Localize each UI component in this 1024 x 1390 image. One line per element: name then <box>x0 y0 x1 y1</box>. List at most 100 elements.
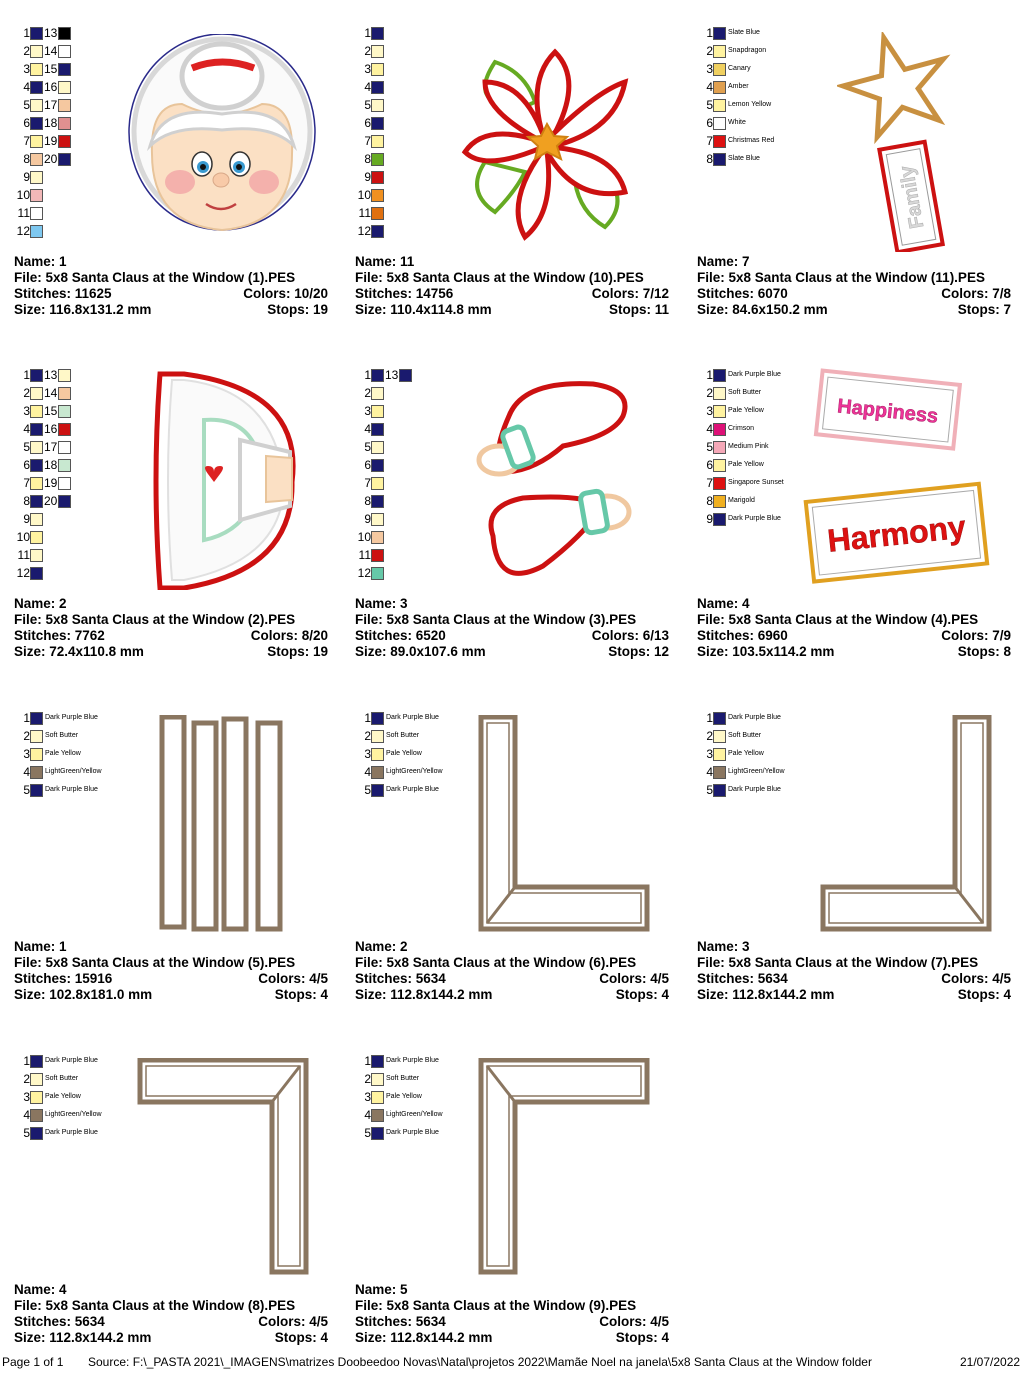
color-index: 3 <box>23 1090 30 1104</box>
color-swatch <box>371 748 384 761</box>
poinsettia-art <box>461 48 629 241</box>
color-index: 4 <box>23 80 30 94</box>
info-line: Name: 3 <box>697 939 1011 955</box>
info-line: Name: 2 <box>14 596 328 612</box>
color-swatch-2 <box>58 99 71 112</box>
color-index: 10 <box>357 188 371 202</box>
color-index: 1 <box>23 368 30 382</box>
color-swatch <box>30 153 43 166</box>
color-name: Pale Yellow <box>386 750 422 757</box>
color-index: 3 <box>364 62 371 76</box>
corner-bottom-right-art <box>820 715 992 932</box>
color-swatch <box>30 405 43 418</box>
color-swatch <box>371 784 384 797</box>
design-name: Name: 3 <box>697 939 750 954</box>
color-index: 4 <box>706 765 713 779</box>
design-size: Size: 89.0x107.6 mm <box>355 644 486 659</box>
color-swatch <box>713 513 726 526</box>
color-index: 4 <box>364 765 371 779</box>
design-name: Name: 2 <box>14 596 67 611</box>
color-swatch <box>713 459 726 472</box>
color-index: 12 <box>357 224 371 238</box>
design-size: Size: 112.8x144.2 mm <box>697 987 835 1002</box>
color-swatch <box>30 63 43 76</box>
color-name: Marigold <box>728 497 755 504</box>
color-index: 4 <box>706 422 713 436</box>
file-name: File: 5x8 Santa Claus at the Window (4).… <box>697 612 979 627</box>
color-index: 9 <box>364 170 371 184</box>
color-count: Colors: 7/9 <box>941 628 1011 643</box>
color-swatch <box>713 135 726 148</box>
color-count: Colors: 7/12 <box>591 286 669 301</box>
color-index: 11 <box>358 548 371 562</box>
color-index: 11 <box>17 206 30 220</box>
info-line: Name: 5 <box>355 1282 669 1298</box>
color-swatch-2 <box>58 477 71 490</box>
color-name: LightGreen/Yellow <box>386 1111 443 1118</box>
color-swatch <box>371 369 384 382</box>
info-line: Stitches: 6520 Colors: 6/13 <box>355 628 669 644</box>
color-swatch <box>30 171 43 184</box>
color-swatch-2 <box>58 45 71 58</box>
color-swatch <box>371 1127 384 1140</box>
star-family-tag-art: Family <box>837 32 951 252</box>
info-line: Name: 1 <box>14 254 328 270</box>
color-count: Colors: 7/8 <box>941 286 1011 301</box>
stop-count: Stops: 4 <box>615 987 669 1002</box>
color-swatch <box>713 495 726 508</box>
info-line: File: 5x8 Santa Claus at the Window (1).… <box>14 270 328 286</box>
file-name: File: 5x8 Santa Claus at the Window (11)… <box>697 270 985 285</box>
color-count: Colors: 4/5 <box>941 971 1011 986</box>
color-swatch <box>30 81 43 94</box>
color-swatch <box>30 549 43 562</box>
color-index: 7 <box>23 134 30 148</box>
color-swatch-2 <box>58 405 71 418</box>
info-line: File: 5x8 Santa Claus at the Window (4).… <box>697 612 1011 628</box>
color-name: LightGreen/Yellow <box>386 768 443 775</box>
stop-count: Stops: 8 <box>957 644 1011 659</box>
file-name: File: 5x8 Santa Claus at the Window (9).… <box>355 1298 637 1313</box>
color-name: Lemon Yellow <box>728 101 772 108</box>
color-index-2: 19 <box>44 476 58 490</box>
design-size: Size: 112.8x144.2 mm <box>355 1330 493 1345</box>
color-index: 9 <box>23 512 30 526</box>
color-swatch <box>713 477 726 490</box>
color-swatch <box>713 784 726 797</box>
color-index: 3 <box>364 747 371 761</box>
stop-count: Stops: 7 <box>957 302 1011 317</box>
color-index-2: 17 <box>44 440 58 454</box>
color-name: Soft Butter <box>728 732 762 739</box>
info-line: File: 5x8 Santa Claus at the Window (11)… <box>697 270 1011 286</box>
color-index: 1 <box>364 1054 371 1068</box>
color-index: 10 <box>357 530 371 544</box>
stitch-count: Stitches: 6520 <box>355 628 446 643</box>
design-size: Size: 84.6x150.2 mm <box>697 302 828 317</box>
stop-count: Stops: 19 <box>267 302 328 317</box>
design-size: Size: 103.5x114.2 mm <box>697 644 835 659</box>
stitch-count: Stitches: 15916 <box>14 971 113 986</box>
color-count: Colors: 6/13 <box>591 628 669 643</box>
color-swatch-2 <box>58 369 71 382</box>
color-index: 2 <box>23 386 30 400</box>
color-count: Colors: 4/5 <box>258 1314 328 1329</box>
color-index: 8 <box>364 494 371 508</box>
stitch-count: Stitches: 5634 <box>355 971 446 986</box>
info-line: Size: 84.6x150.2 mm Stops: 7 <box>697 302 1011 318</box>
file-name: File: 5x8 Santa Claus at the Window (2).… <box>14 612 296 627</box>
color-swatch <box>30 712 43 725</box>
info-line: File: 5x8 Santa Claus at the Window (7).… <box>697 955 1011 971</box>
apron-body-art <box>153 371 296 590</box>
color-swatch <box>371 766 384 779</box>
info-line: Name: 4 <box>697 596 1011 612</box>
color-index: 9 <box>23 170 30 184</box>
